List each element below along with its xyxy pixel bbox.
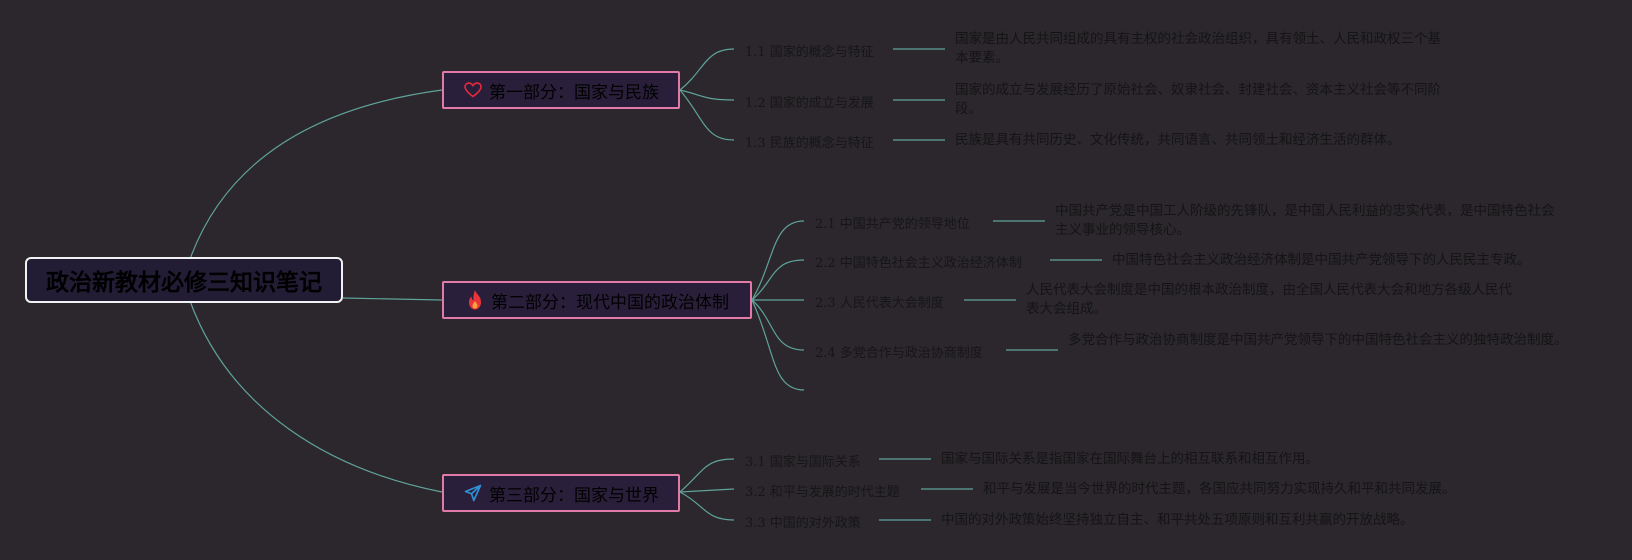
topic-label[interactable]: 2.4 多党合作与政治协商制度 <box>815 346 983 361</box>
branch-title: 第三部分：国家与世界 <box>489 485 659 506</box>
topic-label[interactable]: 2.2 中国特色社会主义政治经济体制 <box>815 256 1022 271</box>
link-b1-2 <box>679 89 735 101</box>
link-b2-4 <box>751 299 805 351</box>
topic-label[interactable]: 1.3 民族的概念与特征 <box>745 136 874 151</box>
link-b2-1 <box>751 220 805 301</box>
link-b3-2 <box>679 488 735 493</box>
fire-icon <box>465 290 485 310</box>
topic-label[interactable]: 2.3 人民代表大会制度 <box>815 296 944 311</box>
heart-icon <box>463 80 483 100</box>
topic-description: 国家与国际关系是指国家在国际舞台上的相互联系和相互作用。 <box>941 451 1319 467</box>
topic-description: 和平与发展是当今世界的时代主题，各国应共同努力实现持久和平和共同发展。 <box>983 481 1456 497</box>
topic-description: 国家是由人民共同组成的具有主权的社会政治组织，具有领土、人民和政权三个基本要素。 <box>955 31 1441 66</box>
mindmap-root[interactable]: 政治新教材必修三知识笔记 <box>25 257 343 303</box>
topic-description: 国家的成立与发展经历了原始社会、奴隶社会、封建社会、资本主义社会等不同阶段。 <box>955 82 1441 117</box>
topic-label[interactable]: 3.1 国家与国际关系 <box>745 455 861 470</box>
topic-label[interactable]: 1.1 国家的概念与特征 <box>745 45 874 60</box>
topic-description: 多党合作与政治协商制度是中国共产党领导下的中国特色社会主义的独特政治制度。 <box>1068 332 1568 348</box>
link-b3-3 <box>679 491 735 521</box>
paper-plane-icon <box>463 483 483 503</box>
topic-description: 民族是具有共同历史、文化传统，共同语言、共同领土和经济生活的群体。 <box>955 132 1401 148</box>
branch-title: 第二部分：现代中国的政治体制 <box>491 292 729 313</box>
branch-national-and-ethnic[interactable]: 第一部分：国家与民族 <box>442 71 680 109</box>
topic-description: 中国的对外政策始终坚持独立自主、和平共处五项原则和互利共赢的开放战略。 <box>941 512 1414 528</box>
topic-description: 中国特色社会主义政治经济体制是中国共产党领导下的人民民主专政。 <box>1112 252 1531 268</box>
link-b1-1 <box>679 48 735 91</box>
branch-nation-and-world[interactable]: 第三部分：国家与世界 <box>442 474 680 512</box>
link-root-b1 <box>189 89 443 260</box>
branch-title: 第一部分：国家与民族 <box>489 82 659 103</box>
topic-label[interactable]: 1.2 国家的成立与发展 <box>745 96 874 111</box>
branch-modern-china-political-system[interactable]: 第二部分：现代中国的政治体制 <box>442 281 752 319</box>
link-root-b3 <box>189 300 443 493</box>
link-root-b2 <box>342 297 443 301</box>
link-b2-5 <box>751 299 805 391</box>
topic-label[interactable]: 2.1 中国共产党的领导地位 <box>815 217 970 232</box>
link-b2-2 <box>751 259 805 301</box>
link-b1-3 <box>679 89 735 141</box>
link-b3-1 <box>679 458 735 493</box>
topic-description: 人民代表大会制度是中国的根本政治制度，由全国人民代表大会和地方各级人民代表大会组… <box>1026 282 1512 317</box>
topic-label[interactable]: 3.2 和平与发展的时代主题 <box>745 485 900 500</box>
topic-description: 中国共产党是中国工人阶级的先锋队，是中国人民利益的忠实代表，是中国特色社会主义事… <box>1055 203 1555 238</box>
topic-label[interactable]: 3.3 中国的对外政策 <box>745 516 861 531</box>
